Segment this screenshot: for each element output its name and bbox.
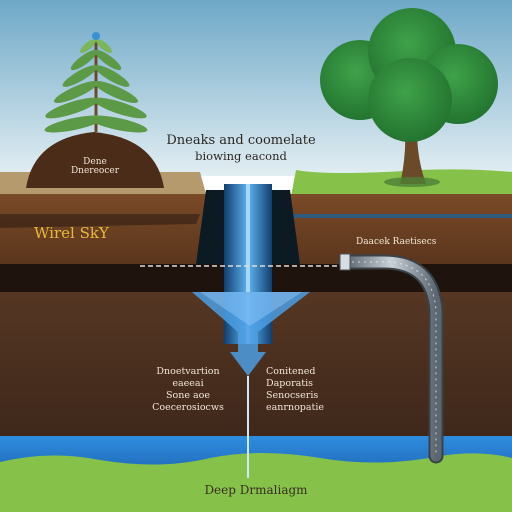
lower-right-line4: eanrnopatie (266, 401, 325, 413)
mound-label: Dene Dnereocer (56, 157, 134, 177)
lower-left-line1: Dnoetvartion (156, 366, 220, 377)
topsoil-dark-band (0, 214, 200, 228)
left-layer-label: Wirel SkY (34, 224, 109, 242)
bottom-grass (0, 453, 512, 512)
tree-icon (320, 8, 498, 187)
right-blue-seam (292, 214, 512, 218)
diagram-title-line2: biowing eacond (195, 148, 287, 163)
mound-label-line1: Dene (83, 157, 107, 167)
lower-left-line4: Coecerosiocws (152, 401, 224, 413)
shaft-highlight (246, 184, 250, 344)
lower-right-line2: Daporatis (266, 377, 314, 389)
lower-right-line1: Conitened (266, 366, 316, 377)
lower-left-label: Dnoetvartion eaeeai Sone aoe Coecerosioc… (146, 366, 230, 414)
lower-left-line3: Sone aoe (166, 389, 210, 401)
mound (26, 132, 164, 188)
lower-right-line3: Senocseris (266, 389, 319, 401)
sapling-icon (44, 32, 148, 133)
pipe-icon (338, 253, 444, 464)
bottom-label: Deep Drmaliagm (204, 483, 308, 497)
lower-right-label: Conitened Daporatis Senocseris eanrnopat… (266, 366, 340, 414)
diagram-title: Dneaks and coomelate biowing eacond (166, 134, 316, 162)
lower-left-line2: eaeeai (172, 377, 204, 389)
down-arrow-icon (192, 292, 310, 376)
right-pipe-label: Daacek Raetisecs (356, 237, 437, 247)
mound-label-line2: Dnereocer (70, 166, 120, 177)
diagram-title-line1: Dneaks and coomelate (166, 133, 316, 148)
